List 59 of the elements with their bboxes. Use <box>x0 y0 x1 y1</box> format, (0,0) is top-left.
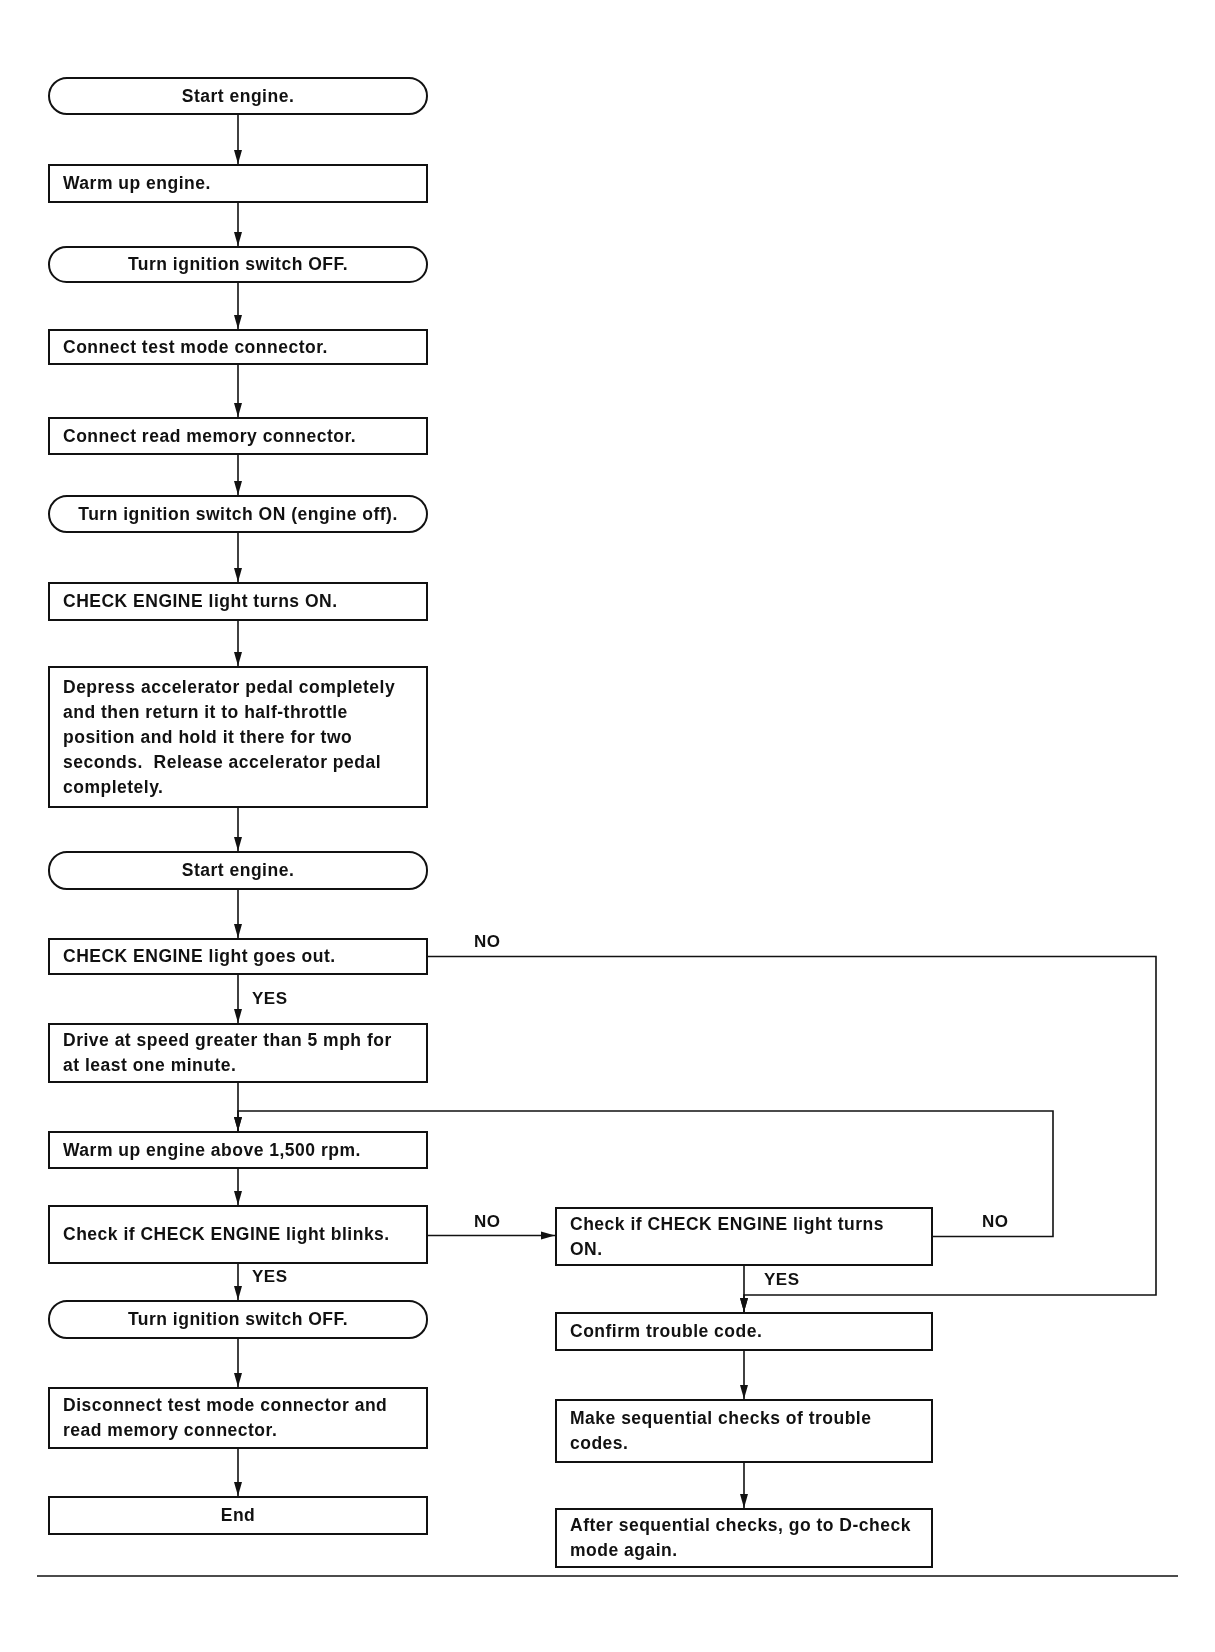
arrow <box>234 454 242 496</box>
process-box <box>48 666 428 808</box>
step-text: Depress accelerator pedal completely and then return it to half-throttle position and hold it there for two seconds. Release accelerator pedal completely. <box>63 675 397 799</box>
step-text: Warm up engine. <box>63 172 211 195</box>
arrow <box>234 620 242 667</box>
arrow <box>234 114 242 165</box>
arrow <box>740 1350 748 1400</box>
step-text: Confirm trouble code. <box>570 1320 763 1343</box>
step-text: Check if CHECK ENGINE light blinks. <box>63 1223 390 1246</box>
process-box <box>48 582 428 621</box>
process-box <box>48 1387 428 1449</box>
step-text: Start engine. <box>181 859 295 882</box>
arrow <box>234 1110 1054 1238</box>
step-text: Connect test mode connector. <box>63 335 328 359</box>
step-text: Turn ignition switch OFF. <box>127 253 349 276</box>
step-text: CHECK ENGINE light turns ON. <box>63 590 338 613</box>
arrow <box>234 1338 242 1388</box>
arrow <box>234 1168 242 1206</box>
process-box <box>555 1207 933 1266</box>
terminal-box <box>48 77 428 115</box>
process-box <box>48 1496 428 1535</box>
arrow <box>234 282 242 330</box>
arrow <box>234 807 242 852</box>
arrow <box>740 1462 748 1509</box>
process-box <box>48 417 428 455</box>
process-box <box>555 1312 933 1351</box>
arrow <box>234 532 242 583</box>
terminal-box <box>48 246 428 283</box>
process-box <box>48 329 428 365</box>
arrow <box>234 364 242 418</box>
process-box <box>48 1131 428 1169</box>
step-text: End <box>220 1504 256 1527</box>
step-text: CHECK ENGINE light goes out. <box>63 945 336 968</box>
step-text: Warm up engine above 1,500 rpm. <box>63 1138 361 1162</box>
step-text: Check if CHECK ENGINE light turns ON. <box>570 1212 886 1261</box>
step-text: Turn ignition switch OFF. <box>127 1308 349 1331</box>
arrow <box>234 1448 242 1497</box>
terminal-box <box>48 495 428 533</box>
process-box <box>48 164 428 203</box>
process-box <box>48 1205 428 1264</box>
step-text: Connect read memory connector. <box>63 424 357 448</box>
terminal-box <box>48 851 428 890</box>
terminal-box <box>48 1300 428 1339</box>
step-text: Start engine. <box>181 84 295 108</box>
step-text: Disconnect test mode connector and read memory connector. <box>63 1394 389 1442</box>
process-box <box>555 1508 933 1568</box>
step-text: Make sequential checks of trouble codes. <box>570 1407 873 1455</box>
step-text: After sequential checks, go to D-check mode again. <box>570 1514 912 1562</box>
arrow <box>740 1265 748 1313</box>
process-box <box>555 1399 933 1463</box>
arrow <box>234 889 242 939</box>
arrow <box>234 974 242 1024</box>
arrow <box>427 1231 556 1240</box>
process-box <box>48 938 428 975</box>
step-text: Drive at speed greater than 5 mph for at least one minute. <box>63 1029 393 1077</box>
process-box <box>48 1023 428 1083</box>
arrow <box>234 1263 242 1301</box>
step-text: Turn ignition switch ON (engine off). <box>78 502 398 526</box>
arrow <box>234 202 242 247</box>
